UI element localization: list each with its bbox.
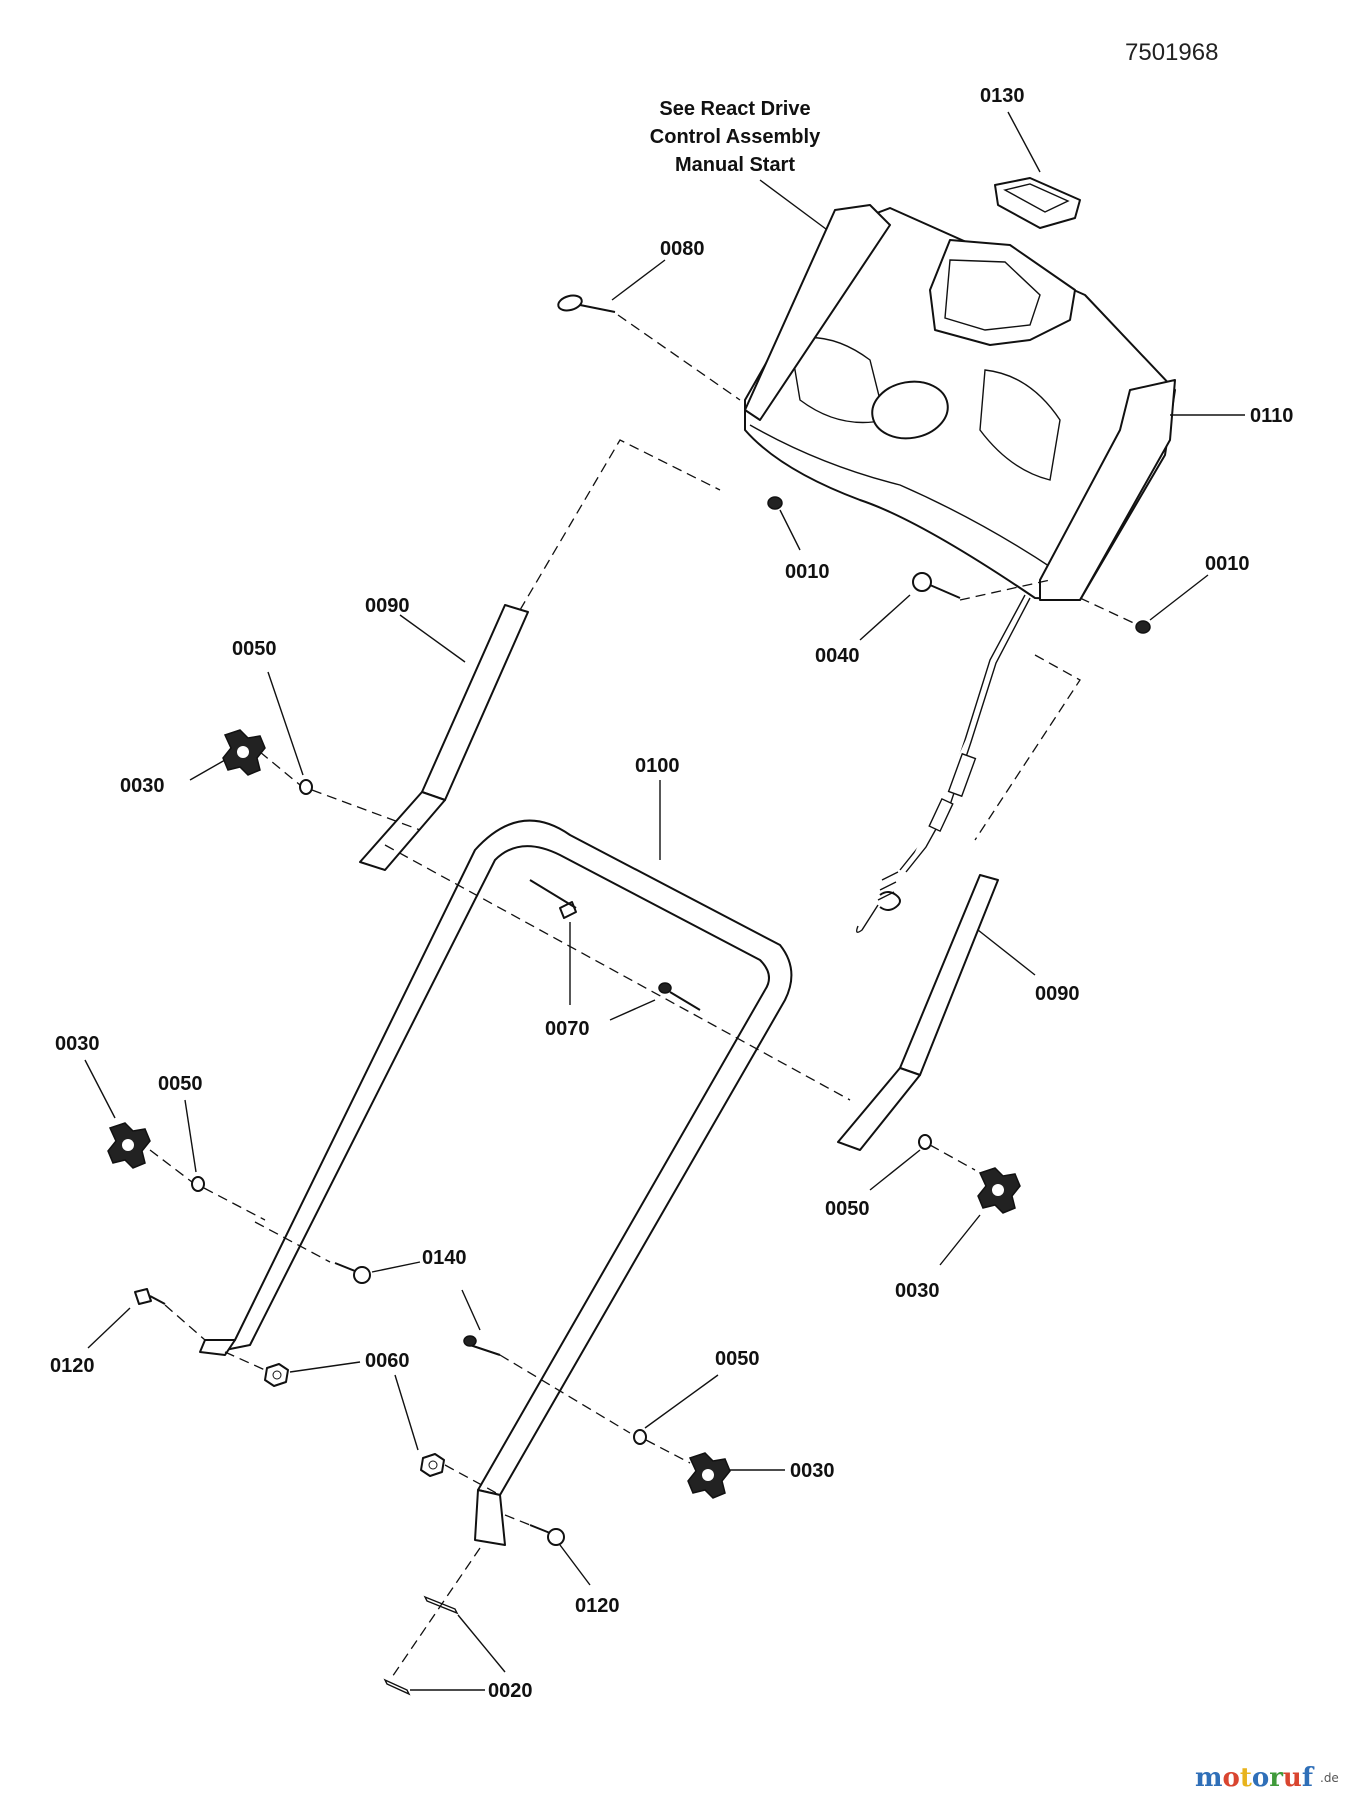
part-0030-knob-lower: 0030 <box>687 1452 835 1499</box>
label-0030-lower: 0030 <box>790 1460 835 1482</box>
part-0070-bolts: 0070 <box>529 879 701 1040</box>
alignment-line-lower <box>254 1221 331 1263</box>
part-0090-upper-tube-right: 0090 <box>837 874 1080 1151</box>
label-0030-middle-left: 0030 <box>55 1033 100 1055</box>
part-0140-bolts: 0140 <box>334 1247 631 1434</box>
part-0050-washer-middle-left: 0050 <box>149 1073 266 1221</box>
part-0050-washer-lower: 0050 <box>633 1348 760 1464</box>
watermark-suffix: .de <box>1320 1771 1339 1785</box>
label-0050-lower: 0050 <box>715 1348 760 1370</box>
note-line-1: See React Drive <box>659 98 810 120</box>
label-0020: 0020 <box>488 1680 533 1702</box>
label-0010-right: 0010 <box>1205 553 1250 575</box>
alignment-line-upper <box>384 844 851 1101</box>
label-0110: 0110 <box>1250 405 1293 427</box>
note-line-2: Control Assembly <box>650 126 821 148</box>
part-0120-bolt-left: 0120 <box>50 1288 206 1377</box>
part-0090-upper-tube-left: 0090 <box>359 439 721 871</box>
part-0010-nut-right: 0010 <box>1079 553 1250 634</box>
part-0040-bolt: 0040 <box>815 572 1051 667</box>
label-0040: 0040 <box>815 645 860 667</box>
part-0060-nuts: 0060 <box>224 1350 501 1496</box>
label-0080: 0080 <box>660 238 705 260</box>
label-0130: 0130 <box>980 85 1025 107</box>
label-0120-right: 0120 <box>575 1595 620 1617</box>
part-0030-knob-middle-left: 0030 <box>55 1033 151 1169</box>
part-0080-pin: 0080 <box>557 238 741 401</box>
label-0060: 0060 <box>365 1350 410 1372</box>
part-0120-bolt-right: 0120 <box>504 1514 620 1617</box>
part-0130-button: 0130 <box>980 85 1081 229</box>
watermark-logo: motoruf .de <box>1195 1763 1339 1793</box>
part-0030-knob-upper-left: 0030 <box>120 729 266 797</box>
label-0070: 0070 <box>545 1018 590 1040</box>
part-0030-knob-right: 0030 <box>895 1167 1021 1302</box>
label-0050-right: 0050 <box>825 1198 870 1220</box>
part-0050-washer-upper-left: 0050 <box>232 638 421 831</box>
part-0050-washer-right: 0050 <box>825 1134 976 1220</box>
reference-note: See React Drive Control Assembly Manual … <box>650 98 831 233</box>
control-cable <box>855 594 1081 933</box>
label-0120-left: 0120 <box>50 1355 95 1377</box>
note-line-3: Manual Start <box>675 154 795 176</box>
label-0050-middle-left: 0050 <box>158 1073 203 1095</box>
part-0100-main-handle: 0100 <box>199 755 793 1546</box>
label-0030-right: 0030 <box>895 1280 940 1302</box>
label-0140: 0140 <box>422 1247 467 1269</box>
label-0030-upper-left: 0030 <box>120 775 165 797</box>
label-0010-left: 0010 <box>785 561 830 583</box>
part-0010-nut-left: 0010 <box>767 496 830 583</box>
label-0050-upper-left: 0050 <box>232 638 277 660</box>
part-0020-pins: 0020 <box>383 1547 533 1702</box>
label-0090-right: 0090 <box>1035 983 1080 1005</box>
drawing-number: 7501968 <box>1125 39 1218 66</box>
watermark-text: motoruf <box>1195 1763 1315 1793</box>
label-0100: 0100 <box>635 755 680 777</box>
control-panel-assembly: 0110 <box>744 204 1293 601</box>
label-0090-left: 0090 <box>365 595 410 617</box>
